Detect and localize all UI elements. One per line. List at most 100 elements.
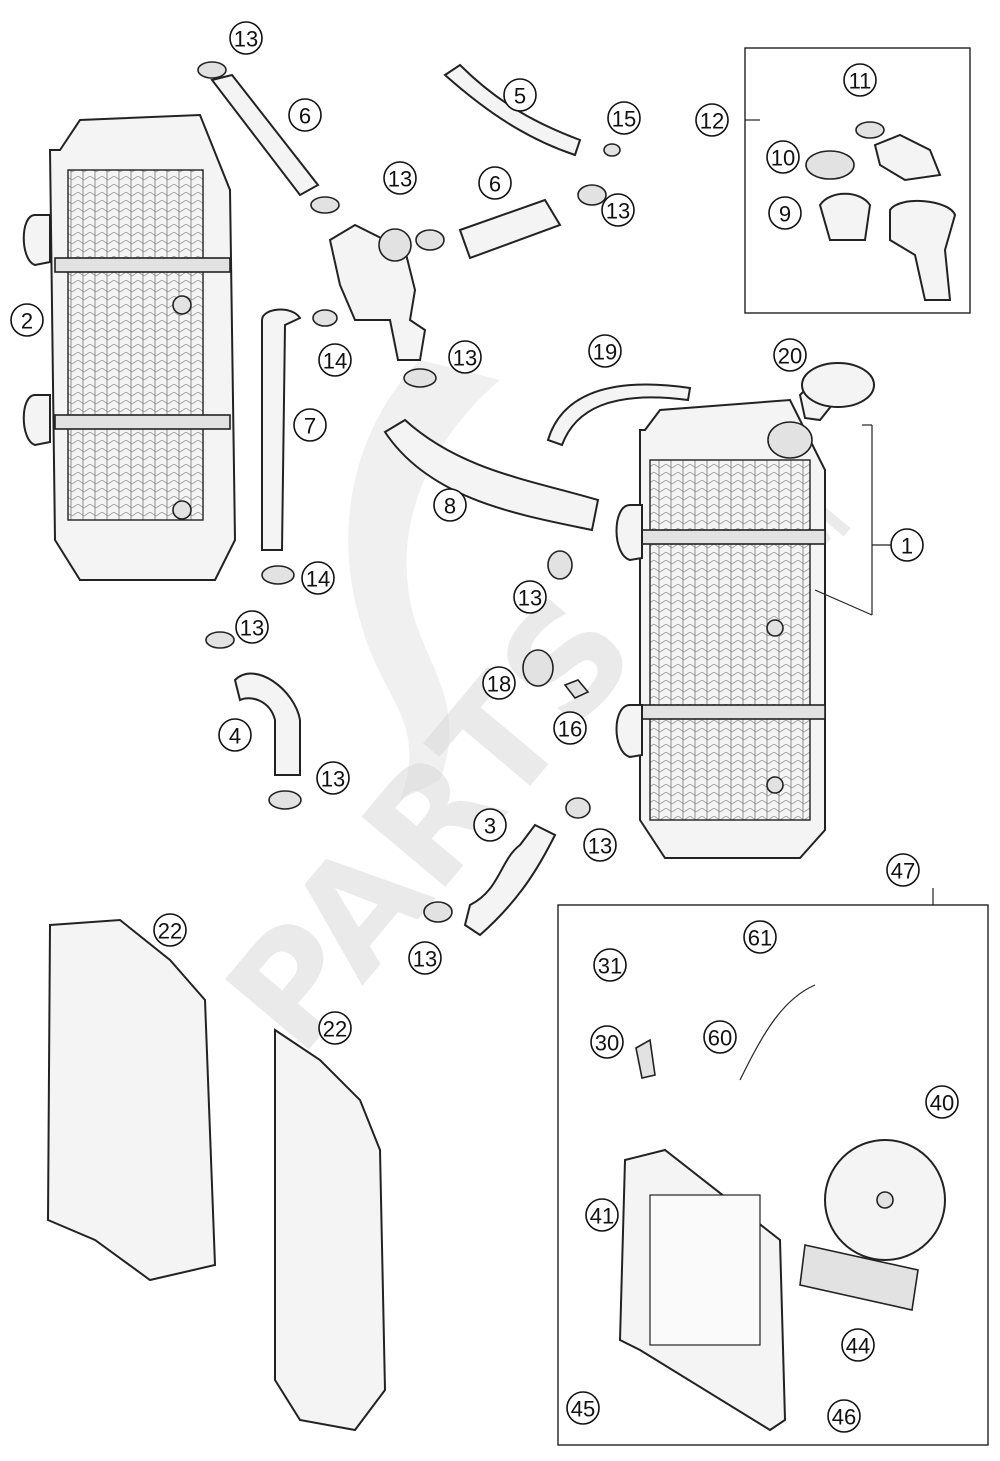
callout-circle [601,193,635,227]
callout-label: 13 [518,586,542,611]
callout-label: 6 [489,172,501,197]
callout-circle [478,166,512,200]
callout-label: 13 [240,616,264,641]
hose-4 [233,672,301,776]
callout-circle [768,196,802,230]
callout-label: 47 [891,859,915,884]
hose-6-upper [210,73,320,197]
callout-6: 6 [288,98,322,132]
callout-6: 6 [478,166,512,200]
callout-47: 47 [886,853,920,887]
callout-31: 31 [593,948,627,982]
callout-13: 13 [601,193,635,227]
callout-label: 13 [321,767,345,792]
callout-label: 14 [323,349,347,374]
callout-circle [695,103,729,137]
callout-13: 13 [383,161,417,195]
callout-46: 46 [827,1399,861,1433]
callout-circle [301,561,335,595]
callout-10: 10 [766,140,800,174]
callout-label: 14 [306,567,330,592]
hose-3 [463,823,557,937]
callout-circle [448,340,482,374]
callout-label: 3 [484,814,496,839]
callout-15: 15 [607,101,641,135]
leader-lines [745,119,934,905]
hose-clamps [197,61,621,923]
callout-label: 10 [771,146,795,171]
callout-circle [841,1328,875,1362]
callout-label: 22 [323,1017,347,1042]
callout-label: 13 [388,167,412,192]
callout-circle [153,913,187,947]
callout-circle [383,161,417,195]
callout-label: 2 [21,309,33,334]
callout-label: 15 [612,107,636,132]
callout-13: 13 [513,580,547,614]
callout-30: 30 [590,1025,624,1059]
callout-40: 40 [925,1085,959,1119]
callout-label: 41 [590,1204,614,1229]
callout-circle [218,718,252,752]
callout-circle [583,828,617,862]
callout-circle [473,808,507,842]
callout-circle [593,948,627,982]
callout-label: 13 [234,27,258,52]
radiator-shrouds [46,918,387,1432]
callout-circle [566,1391,600,1425]
callout-19: 19 [588,334,622,368]
callout-13: 13 [448,340,482,374]
callout-2: 2 [10,303,44,337]
callout-circle [886,853,920,887]
callout-61: 61 [743,920,777,954]
callout-12: 12 [695,103,729,137]
callout-11: 11 [843,63,877,97]
callout-label: 9 [779,202,791,227]
callout-label: 13 [453,346,477,371]
thermostat-kit [744,47,971,314]
radiator-cap [798,362,875,422]
callout-5: 5 [503,78,537,112]
hose-8 [383,418,600,532]
callout-label: 16 [558,717,582,742]
callout-20: 20 [773,338,807,372]
callout-14: 14 [301,561,335,595]
callout-circle [229,21,263,55]
callout-circle [890,528,924,562]
callouts: 1234566789101112131313131313131313141415… [10,21,959,1433]
callout-label: 31 [598,954,622,979]
callout-41: 41 [585,1198,619,1232]
callout-label: 46 [832,1405,856,1430]
callout-22: 22 [153,913,187,947]
callout-label: 20 [778,344,802,369]
callout-4: 4 [218,718,252,752]
callout-13: 13 [229,21,263,55]
callout-label: 8 [444,494,456,519]
callout-label: 30 [595,1031,619,1056]
callout-circle [590,1025,624,1059]
radiator-right [615,398,826,859]
hose-19 [546,383,692,447]
callout-9: 9 [768,196,802,230]
hose-7 [261,308,302,551]
callout-circle [925,1085,959,1119]
callout-circle [773,338,807,372]
callout-circle [316,761,350,795]
callout-label: 22 [158,919,182,944]
callout-label: 60 [708,1026,732,1051]
callout-circle [827,1399,861,1433]
callout-label: 40 [930,1091,954,1116]
callout-label: 45 [571,1397,595,1422]
callout-13: 13 [408,941,442,975]
callout-18: 18 [482,666,516,700]
callout-circle [288,98,322,132]
callout-circle [293,408,327,442]
callout-44: 44 [841,1328,875,1362]
callout-label: 4 [229,724,241,749]
callout-circle [503,78,537,112]
callout-circle [607,101,641,135]
callout-label: 6 [299,104,311,129]
callout-circle [318,1011,352,1045]
callout-14: 14 [318,343,352,377]
callout-label: 44 [846,1334,870,1359]
